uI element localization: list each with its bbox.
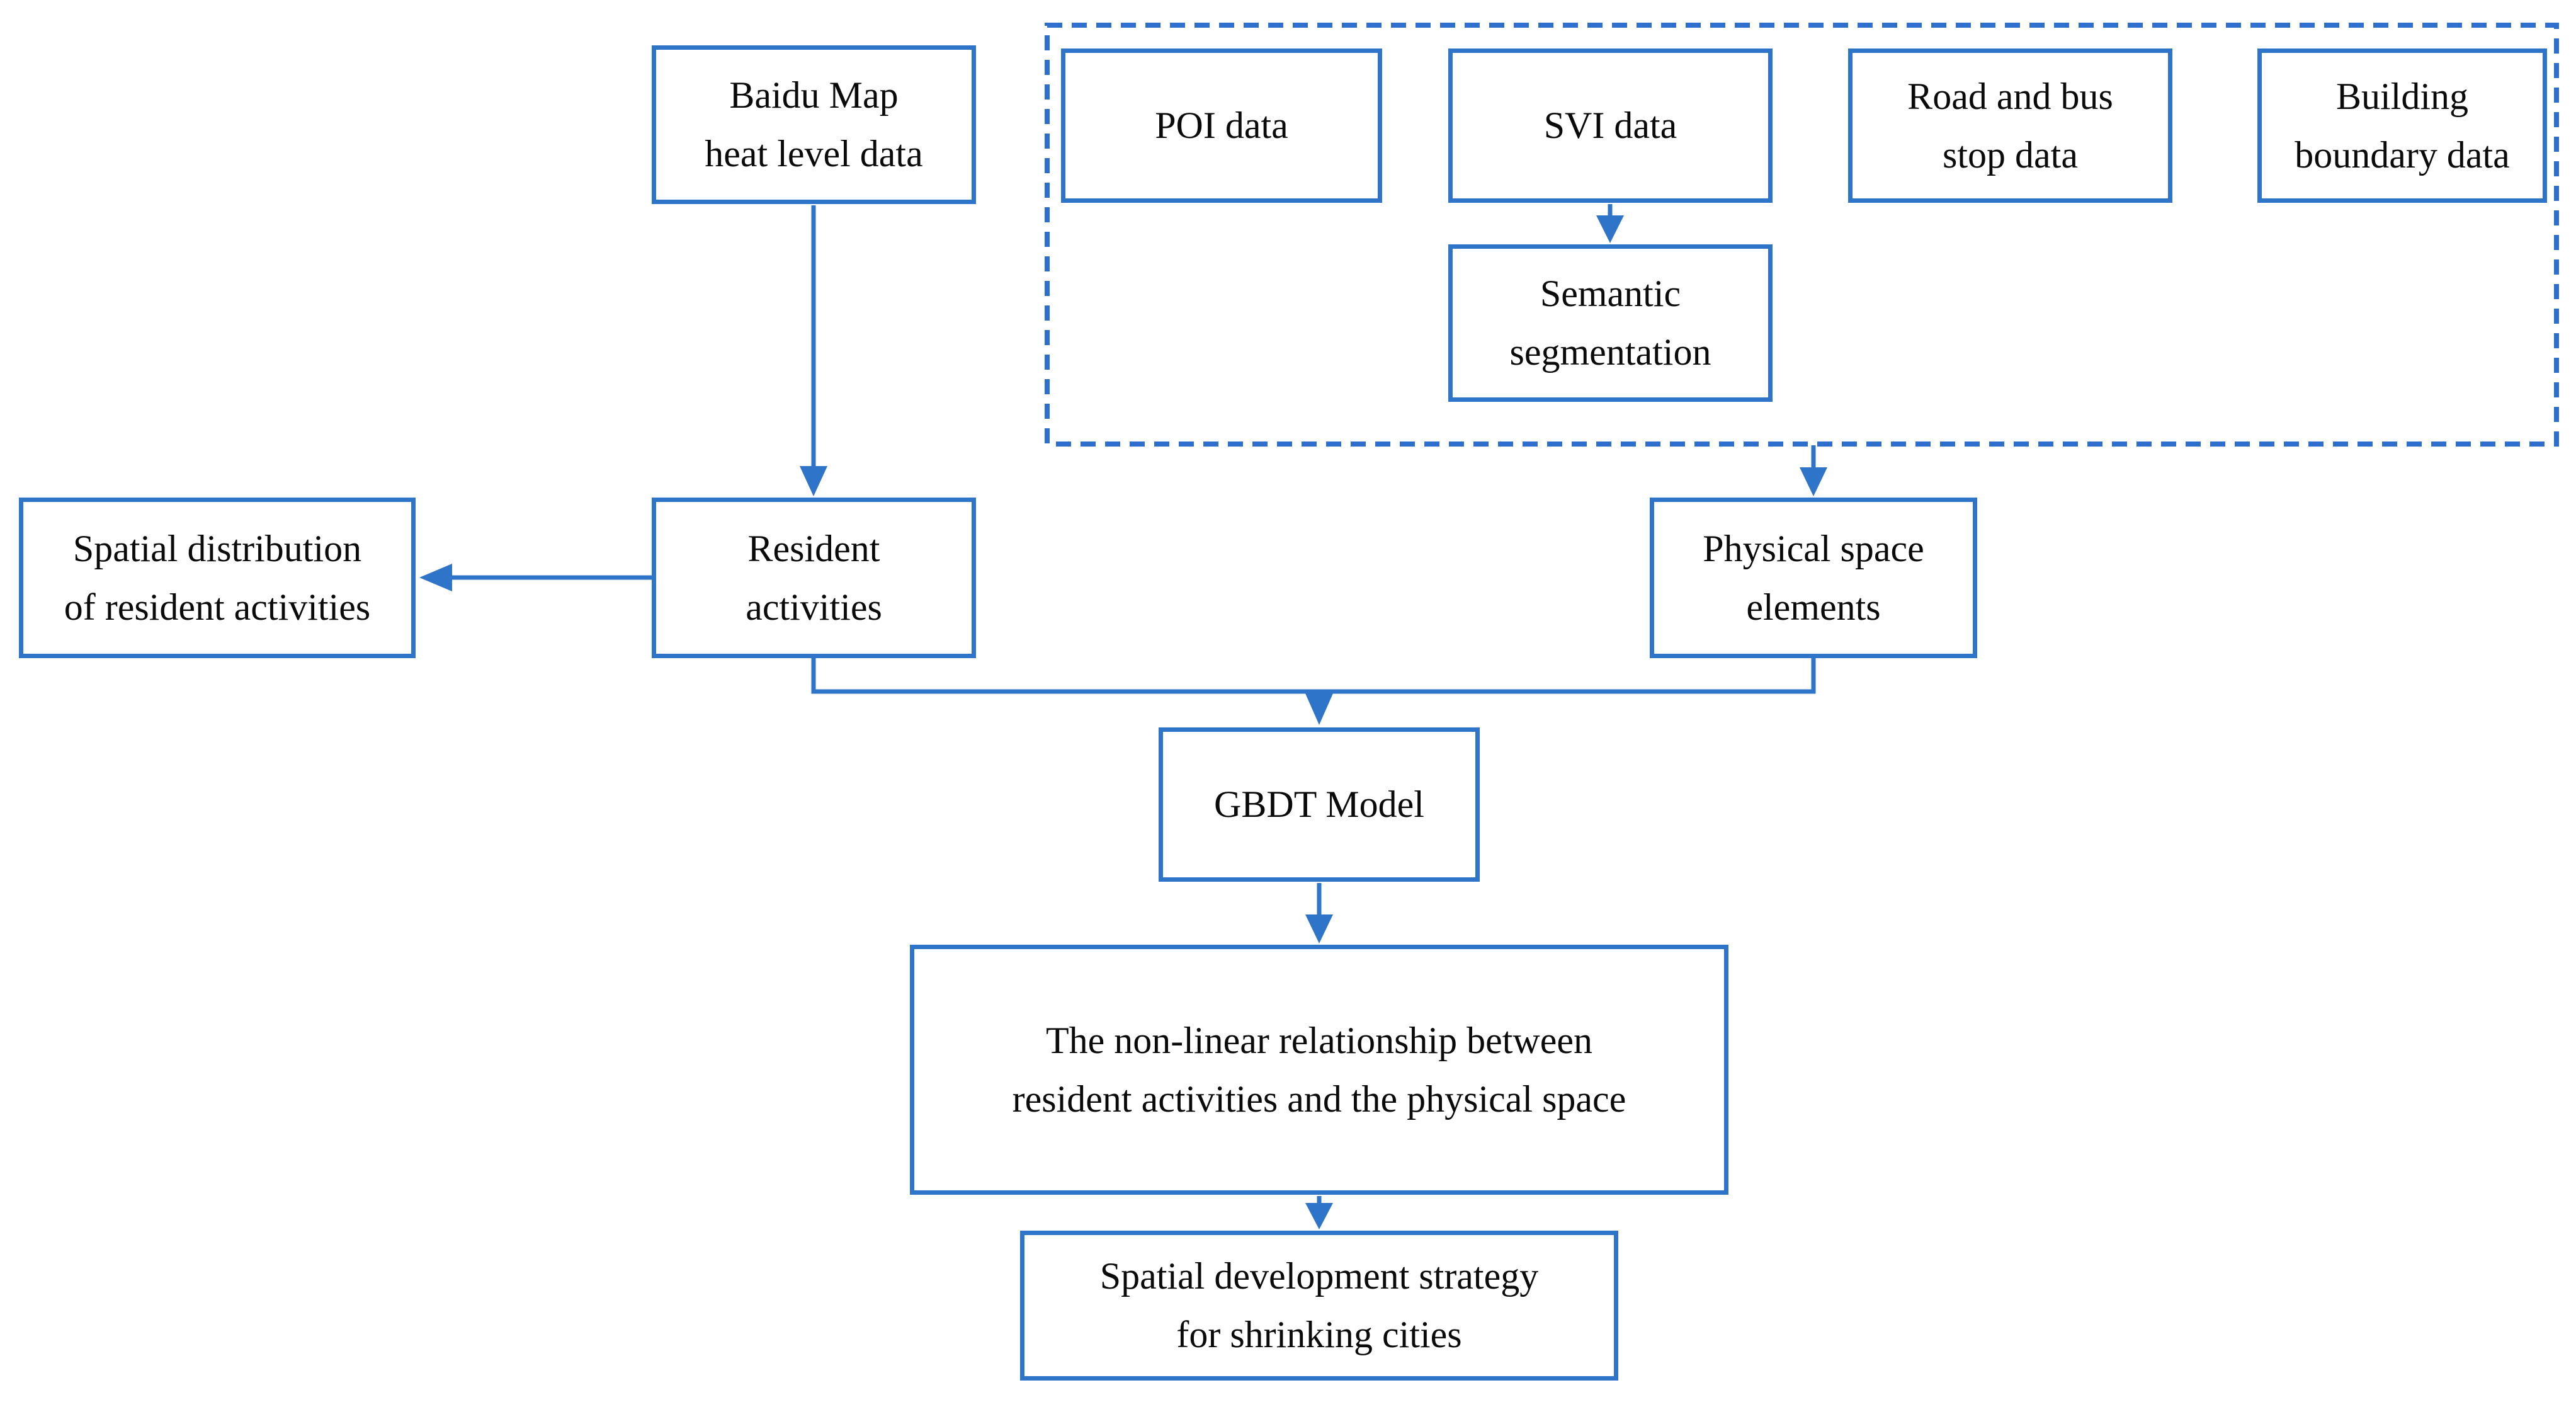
node-spatial-distribution-of-resident-activities: Spatial distribution of resident activit… [19, 498, 416, 658]
node-label-line: activities [746, 586, 882, 628]
node-resident-activities: Resident activities [652, 498, 976, 658]
node-label-line: Spatial development strategy [1099, 1255, 1539, 1297]
arrow-data-sources-to-physical-space [1800, 445, 1827, 496]
node-label-line: for shrinking cities [1176, 1314, 1462, 1355]
node-label-line: GBDT Model [1214, 783, 1424, 825]
node-label-line: Baidu Map [729, 74, 899, 116]
node-building-boundary-data: Building boundary data [2257, 48, 2547, 203]
node-label-line: Semantic [1540, 273, 1681, 314]
node-label-line: boundary data [2295, 134, 2510, 176]
node-physical-space-elements: Physical space elements [1650, 498, 1977, 658]
node-semantic-segmentation: Semantic segmentation [1448, 244, 1773, 402]
node-nonlinear-relationship: The non-linear relationship between resi… [910, 945, 1728, 1195]
node-poi-data: POI data [1061, 48, 1382, 203]
node-label-line: Resident [747, 527, 880, 569]
node-label-line: heat level data [705, 133, 923, 174]
arrow-nonlinear-to-strategy [1305, 1196, 1333, 1229]
node-label-line: segmentation [1509, 331, 1711, 373]
node-label-line: Building [2335, 75, 2469, 117]
node-svi-data: SVI data [1448, 48, 1773, 203]
arrow-baidu-to-resident-activities [800, 205, 827, 496]
node-label-line: Physical space [1703, 527, 1924, 569]
node-label-line: resident activities and the physical spa… [1012, 1078, 1626, 1120]
node-spatial-development-strategy: Spatial development strategy for shrinki… [1020, 1231, 1618, 1381]
node-label-line: elements [1746, 586, 1881, 628]
node-label-line: of resident activities [64, 586, 371, 628]
node-gbdt-model: GBDT Model [1159, 727, 1480, 882]
node-label-line: The non-linear relationship between [1045, 1019, 1592, 1061]
node-label-line: SVI data [1543, 105, 1677, 146]
node-label-line: Spatial distribution [72, 527, 362, 569]
arrow-gbdt-to-nonlinear-relationship [1305, 883, 1333, 943]
node-label-line: Road and bus [1907, 75, 2113, 117]
node-label-line: POI data [1155, 105, 1288, 146]
elbow-merge-resident-and-physical-to-gbdt [811, 657, 1816, 725]
arrow-resident-activities-to-spatial-distribution [419, 564, 652, 591]
arrow-svi-to-semantic-segmentation [1596, 204, 1624, 243]
node-label-line: stop data [1943, 134, 2078, 176]
node-road-and-bus-stop-data: Road and bus stop data [1848, 48, 2172, 203]
node-baidu-map-heat-level-data: Baidu Map heat level data [652, 45, 976, 204]
